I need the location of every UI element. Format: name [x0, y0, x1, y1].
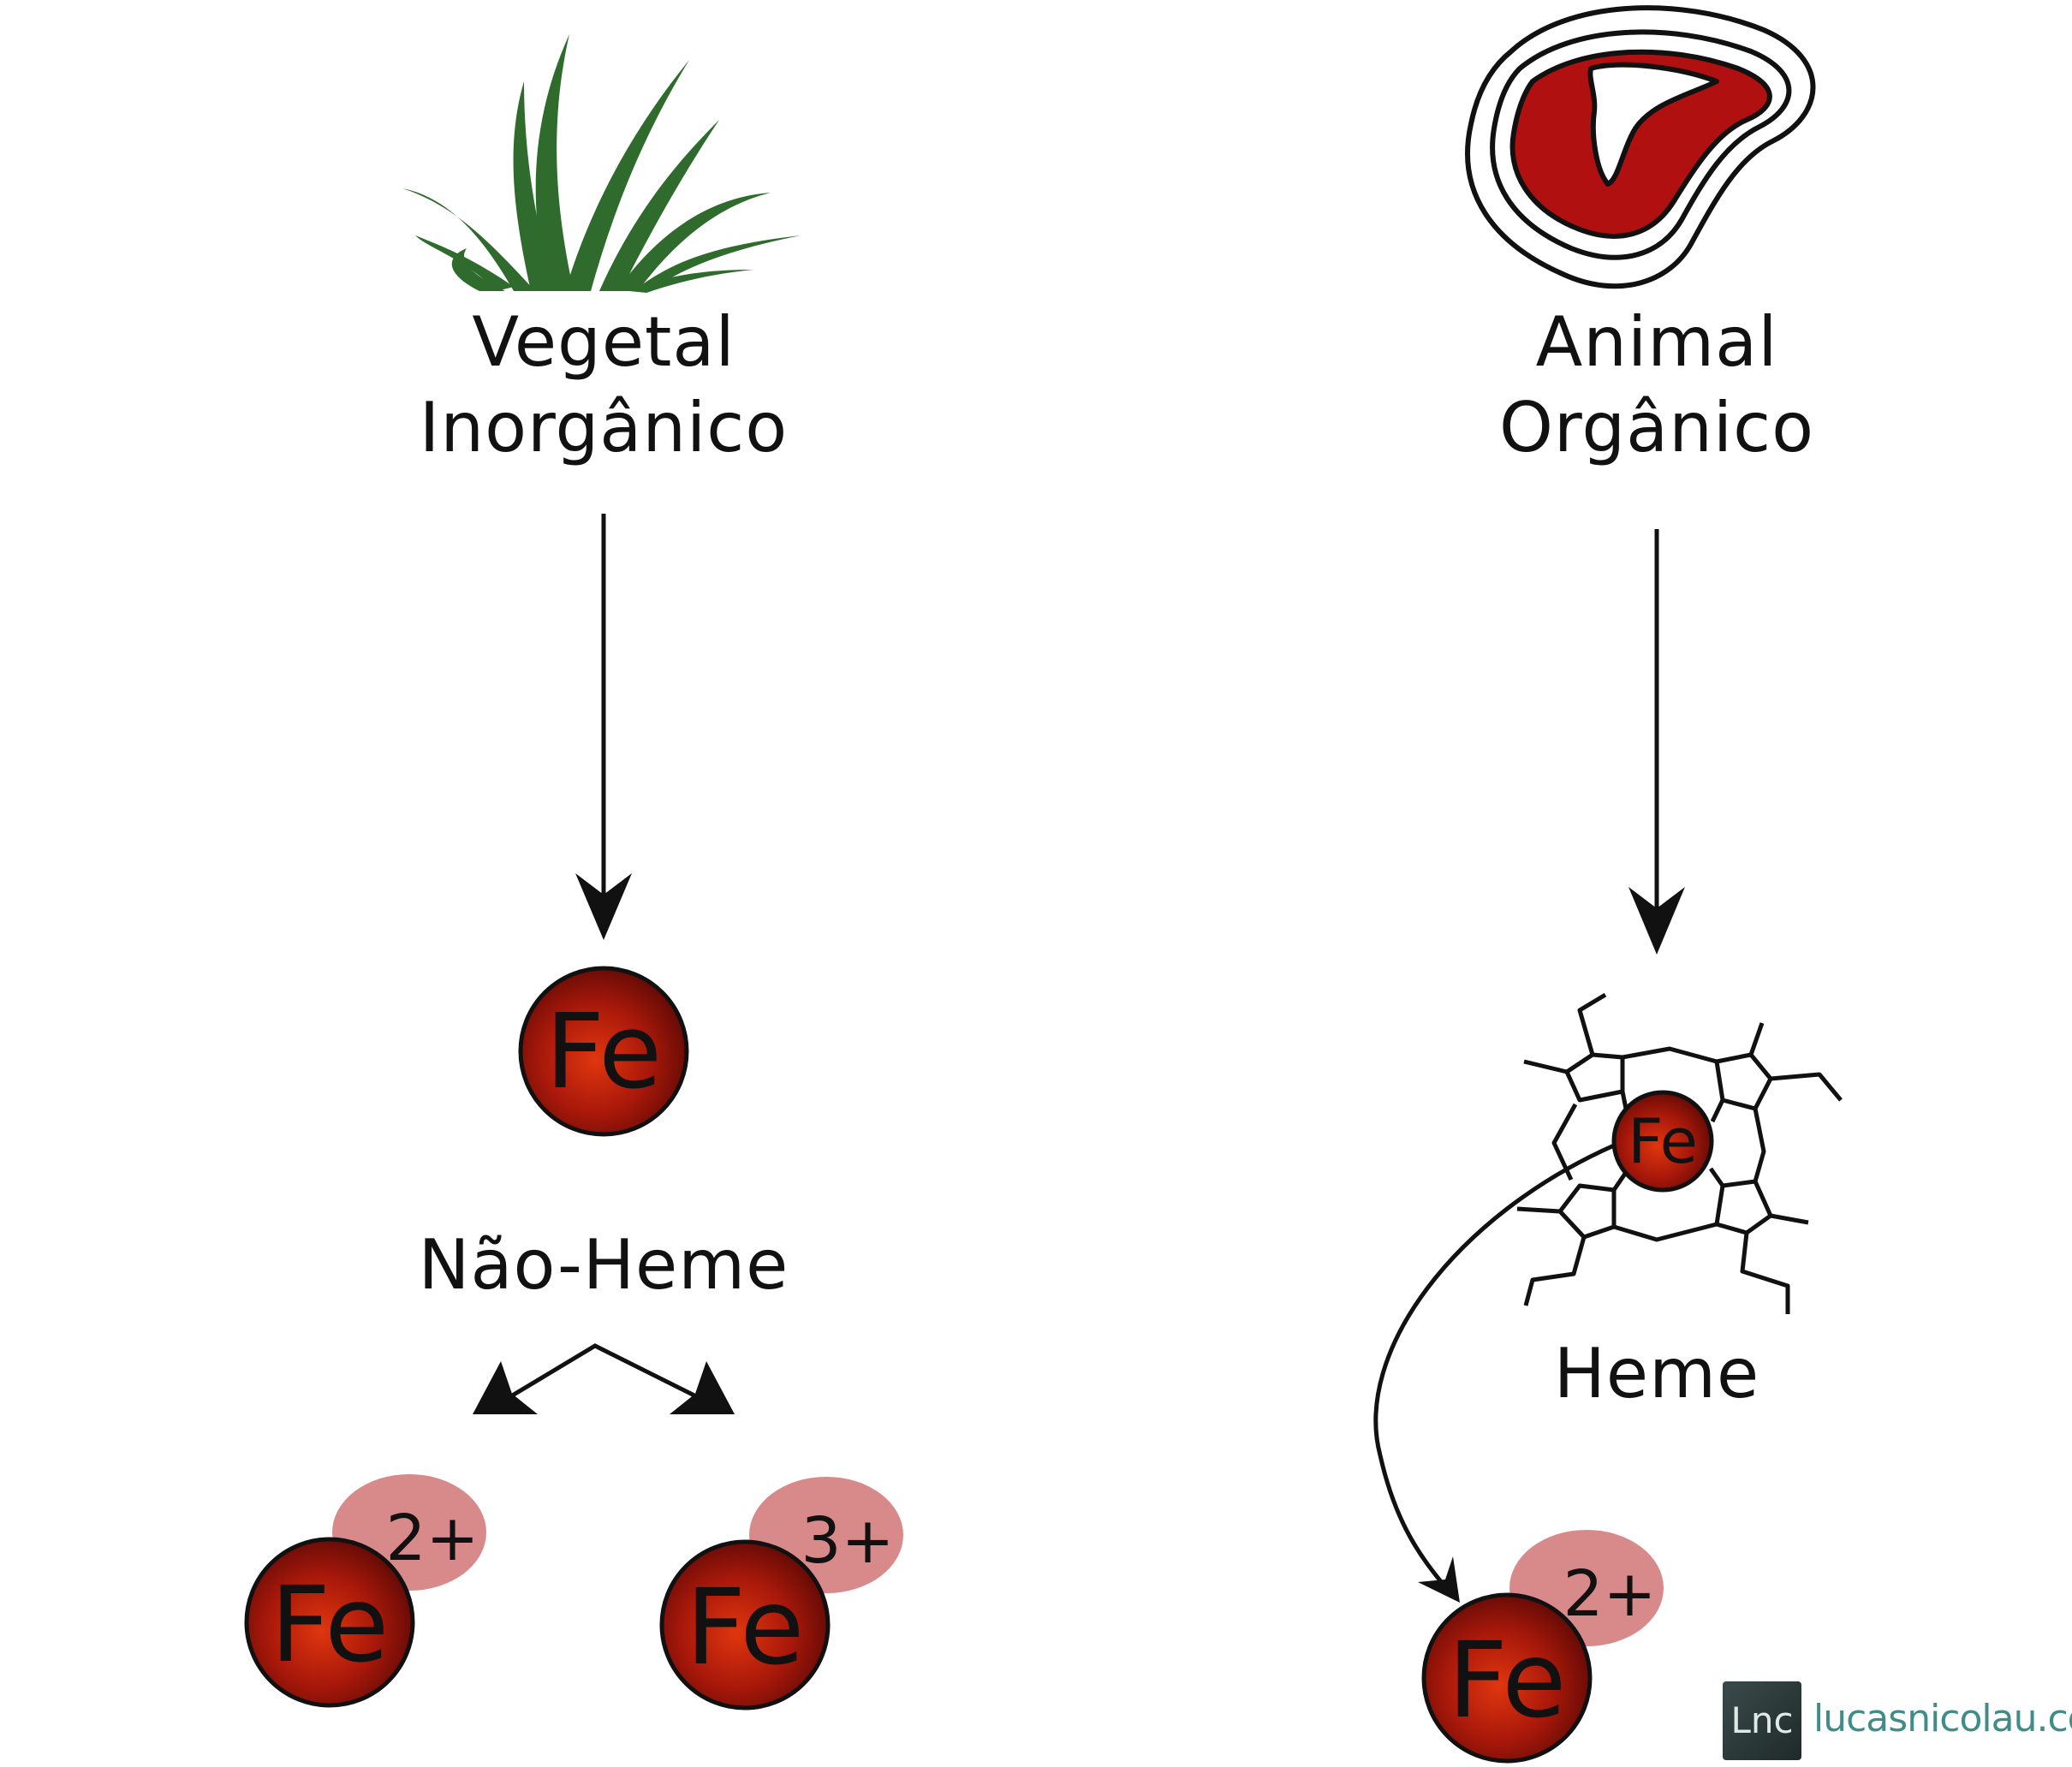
left-down-arrow-head — [575, 873, 632, 940]
fe2-ion-right: 2+ Fe — [1421, 1530, 1664, 1764]
organico-label: Orgânico — [1498, 388, 1815, 467]
fe-atom-nonheme-symbol: Fe — [545, 993, 662, 1112]
fe2-ion-left-charge: 2+ — [385, 1502, 479, 1575]
meat-icon — [1465, 5, 1816, 289]
fe2-ion-left-symbol: Fe — [271, 1564, 390, 1686]
credit-site-text: lucasnicolau.com — [1813, 1697, 2072, 1740]
fe3-ion: 3+ Fe — [659, 1477, 903, 1710]
heme-molecule — [1516, 992, 1843, 1314]
right-down-arrow-head — [1628, 887, 1685, 955]
vegetal-label: Vegetal — [472, 302, 735, 382]
fe-atom-nonheme: Fe — [518, 966, 689, 1137]
fe3-ion-charge: 3+ — [801, 1504, 894, 1578]
fe3-ion-symbol: Fe — [686, 1567, 805, 1688]
fe2-ion-right-symbol: Fe — [1448, 1620, 1567, 1741]
inorganico-label: Inorgânico — [419, 388, 789, 467]
fe-atom-heme-symbol: Fe — [1628, 1105, 1698, 1177]
nao-heme-label: Não-Heme — [418, 1225, 789, 1305]
fe2-ion-left: 2+ Fe — [244, 1474, 486, 1708]
fe-atom-heme: Fe — [1611, 1090, 1714, 1193]
split-arrows — [473, 1343, 735, 1414]
heme-release-arrow — [1373, 1143, 1616, 1591]
fe2-ion-right-charge: 2+ — [1563, 1557, 1656, 1631]
site-credit: Lnc lucasnicolau.com — [1723, 1678, 2072, 1764]
animal-label: Animal — [1535, 302, 1778, 382]
credit-logo-icon: Lnc — [1723, 1681, 1801, 1760]
plant-icon — [402, 34, 801, 293]
heme-label: Heme — [1553, 1334, 1760, 1413]
heme-release-arrow-head — [1418, 1556, 1460, 1603]
